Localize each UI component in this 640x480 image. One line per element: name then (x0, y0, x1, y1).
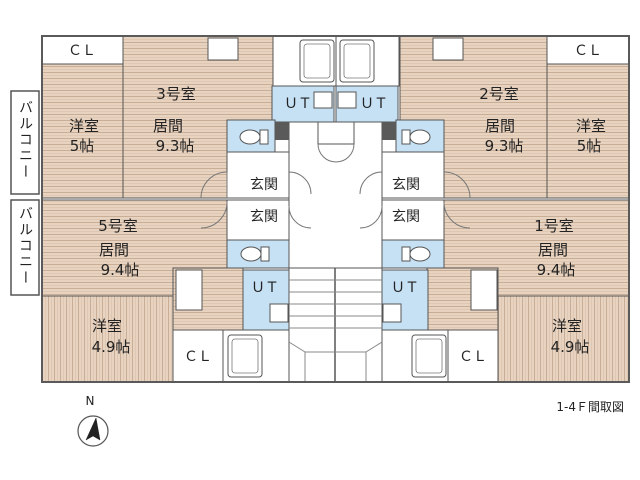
bathtub-icon (339, 39, 375, 83)
room-number-2: 2号室 (479, 85, 519, 103)
living-label: 居間 (538, 241, 568, 259)
closet-label: ＣＬ (184, 349, 212, 365)
bathrooms (175, 35, 498, 383)
corridor-niche (317, 121, 355, 145)
door-swing-icon (359, 205, 383, 229)
living-size-2: 9.3帖 (485, 137, 524, 155)
ut-label: ＵＴ (284, 96, 312, 112)
ut-label: ＵＴ (251, 280, 279, 296)
toilets (239, 129, 431, 262)
balconies (10, 90, 40, 296)
floor-plan-title: 1-4Ｆ間取図 (556, 400, 624, 414)
washbasin-icon (382, 303, 402, 323)
door-swings (200, 143, 471, 229)
western-size-1: 4.9帖 (551, 338, 590, 356)
wall-stubs (275, 122, 396, 140)
door-swing-icon (317, 143, 337, 163)
western-size-2: 5帖 (577, 137, 602, 155)
washer-pad (207, 37, 239, 61)
western-label: 洋室 (69, 117, 99, 135)
ut-label: ＵＴ (360, 96, 388, 112)
washbasin-icon (269, 303, 289, 323)
bathtub-icon (299, 39, 335, 83)
entrance-3 (226, 151, 290, 199)
western-room-1 (497, 295, 630, 383)
entrances (226, 121, 445, 269)
north-label: N (86, 394, 95, 408)
western-room-3 (41, 63, 124, 199)
western-label: 洋室 (92, 317, 122, 335)
toilet-icon (401, 246, 431, 262)
door-swing-icon (200, 201, 228, 229)
closet-label: ＣＬ (574, 43, 602, 59)
western-size-3: 5帖 (70, 137, 95, 155)
stairs-icon (288, 267, 383, 383)
room-number-3: 3号室 (156, 85, 196, 103)
outer-wall (41, 35, 630, 383)
washer-pad (432, 37, 464, 61)
room-number-1: 1号室 (534, 217, 574, 235)
north-arrow-icon: N (77, 394, 109, 447)
closet-label: ＣＬ (68, 43, 96, 59)
door-swing-icon (443, 201, 471, 229)
bathtub-icon (411, 334, 447, 378)
balcony-upper (10, 90, 40, 195)
entrance-5 (226, 199, 290, 241)
washbasin-icon (337, 91, 357, 109)
door-swing-icon (288, 205, 312, 229)
balcony-lower (10, 199, 40, 296)
washbasins (269, 91, 402, 323)
western-room-2 (546, 63, 630, 199)
door-swing-icon (359, 171, 383, 195)
room-number-5: 5号室 (98, 217, 138, 235)
entrance-1 (381, 199, 445, 241)
labels: ＣＬ ＣＬ ＣＬ ＣＬ 3号室 居間 9.3帖 洋室 5帖 2号室 居間 9.3… (17, 43, 624, 414)
door-swing-icon (288, 171, 312, 195)
living-size-5: 9.4帖 (101, 261, 140, 279)
western-room-5 (41, 295, 174, 383)
closet-label: ＣＬ (459, 349, 487, 365)
ut-label: ＵＴ (391, 280, 419, 296)
door-swing-icon (200, 171, 228, 199)
entrance-label: 玄関 (392, 176, 420, 193)
washer-pad (175, 269, 203, 311)
living-size-3: 9.3帖 (156, 137, 195, 155)
living-label: 居間 (99, 241, 129, 259)
closet-1 (447, 329, 499, 383)
western-label: 洋室 (576, 117, 606, 135)
living-label: 居間 (485, 117, 515, 135)
closet-5 (172, 329, 224, 383)
bathtub-icon (227, 334, 263, 378)
toilet-icon (240, 246, 270, 262)
common-corridor (288, 121, 383, 269)
balcony-label: バルコニー (17, 206, 33, 286)
door-swing-icon (335, 143, 355, 163)
washer-pad (470, 269, 498, 311)
living-size-1: 9.4帖 (537, 261, 576, 279)
washbasin-icon (313, 91, 333, 109)
western-size-5: 4.9帖 (92, 338, 131, 356)
living-label: 居間 (153, 117, 183, 135)
entrance-label: 玄関 (250, 208, 278, 225)
toilet-icon (401, 129, 431, 145)
entrance-label: 玄関 (250, 176, 278, 193)
door-swing-icon (443, 171, 471, 199)
balcony-label: バルコニー (17, 100, 33, 180)
toilet-icon (239, 129, 269, 145)
western-label: 洋室 (552, 317, 582, 335)
entrance-label: 玄関 (392, 208, 420, 225)
entrance-2 (381, 151, 445, 199)
